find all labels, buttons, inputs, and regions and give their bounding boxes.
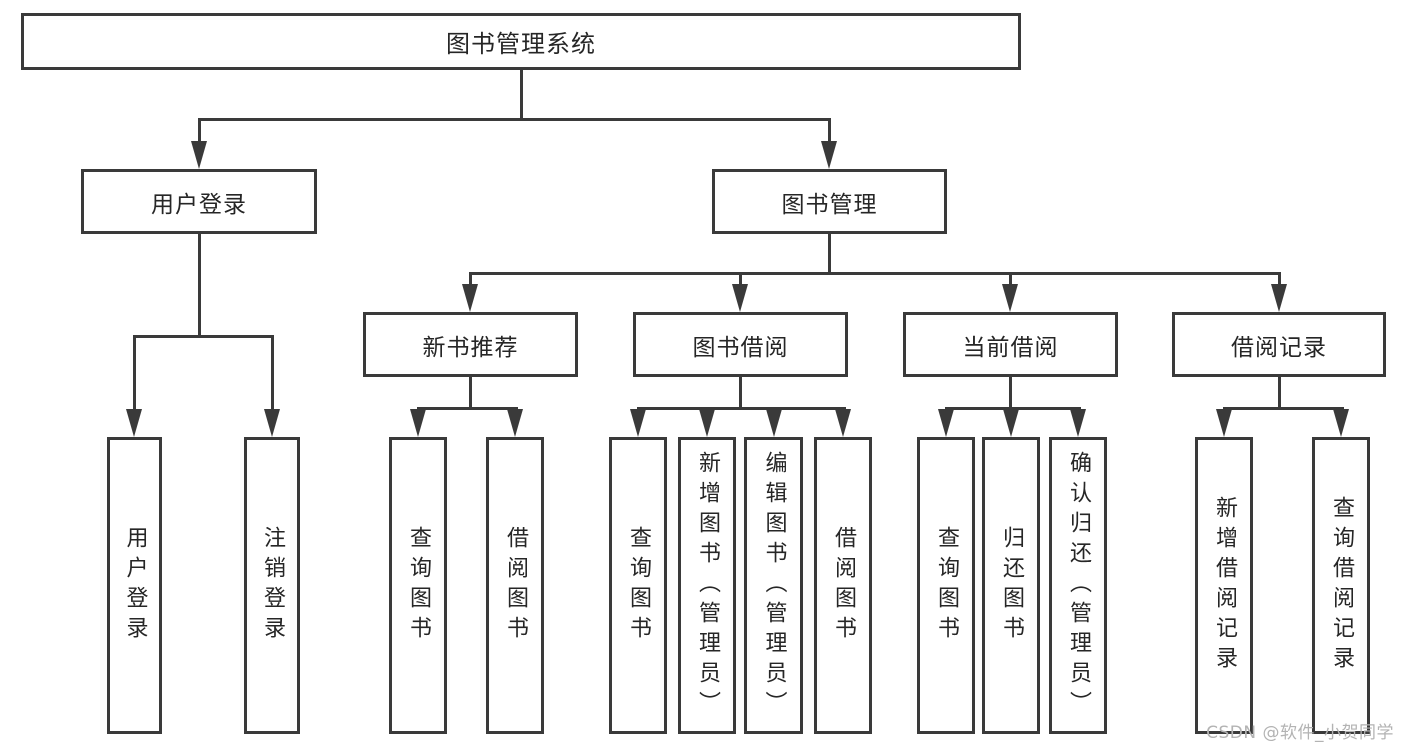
connector-bus-level2 [198,118,831,121]
arrowhead-icon [462,284,478,312]
connector-bus-user [133,335,274,338]
arrowhead-icon [938,409,954,437]
connector-user-drop [198,233,201,337]
leaf-label: 查询借阅记录 [1329,495,1354,676]
arrowhead-icon [1216,409,1232,437]
arrowhead-icon [835,409,851,437]
leaf-label: 新增图书（管理员） [695,450,720,721]
connector-bus-current [945,407,1081,410]
leaf-label: 借阅图书 [831,525,856,646]
node-new-books: 新书推荐 [363,312,578,377]
leaf-current-return: 归还图书 [982,437,1040,734]
connector-bus-borrowing [637,407,846,410]
node-current-borrow-label: 当前借阅 [962,334,1059,361]
arrowhead-icon [1002,284,1018,312]
leaf-newbooks-query: 查询图书 [389,437,447,734]
arrowhead-icon [732,284,748,312]
node-borrow-records: 借阅记录 [1172,312,1386,377]
connector-current-drop [1009,376,1012,410]
arrowhead-icon [1003,409,1019,437]
connector-stem-user-leaf2 [271,335,274,411]
leaf-label: 查询图书 [626,525,651,646]
leaf-borrowing-query: 查询图书 [609,437,667,734]
connector-records-drop [1278,376,1281,410]
connector-bus-records [1223,407,1344,410]
connector-stem-user-leaf1 [133,335,136,411]
leaf-newbooks-borrow: 借阅图书 [486,437,544,734]
csdn-watermark: CSDN @软件_小贺同学 [1206,723,1394,743]
node-borrowing-label: 图书借阅 [692,334,789,361]
node-borrowing: 图书借阅 [633,312,848,377]
node-user-login: 用户登录 [81,169,317,234]
arrowhead-icon [821,141,837,169]
arrowhead-icon [126,409,142,437]
leaf-label: 归还图书 [999,525,1024,646]
leaf-borrowing-borrow: 借阅图书 [814,437,872,734]
connector-bus-new-books [417,407,518,410]
node-root-label: 图书管理系统 [446,30,596,58]
leaf-label: 用户登录 [122,525,148,646]
arrowhead-icon [766,409,782,437]
arrowhead-icon [191,141,207,169]
connector-stem-current [1009,272,1012,286]
leaf-borrowing-add-admin: 新增图书（管理员） [678,437,736,734]
connector-stem-new-books [469,272,472,286]
arrowhead-icon [410,409,426,437]
node-book-management: 图书管理 [712,169,947,234]
node-new-books-label: 新书推荐 [422,334,519,361]
leaf-label: 查询图书 [406,525,431,646]
leaf-current-confirm-admin: 确认归还（管理员） [1049,437,1107,734]
leaf-borrowing-edit-admin: 编辑图书（管理员） [744,437,803,734]
leaf-records-query: 查询借阅记录 [1312,437,1370,734]
connector-mgmt-drop [828,233,831,274]
leaf-user-login: 用户登录 [107,437,162,734]
node-user-login-label: 用户登录 [151,191,247,218]
leaf-label: 确认归还（管理员） [1066,450,1091,721]
node-book-management-label: 图书管理 [781,191,878,218]
arrowhead-icon [1271,284,1287,312]
leaf-label: 查询图书 [934,525,959,646]
leaf-logout: 注销登录 [244,437,300,734]
connector-borrowing-drop [739,376,742,410]
leaf-current-query: 查询图书 [917,437,975,734]
arrowhead-icon [1070,409,1086,437]
node-borrow-records-label: 借阅记录 [1231,334,1327,361]
leaf-records-add: 新增借阅记录 [1195,437,1253,734]
connector-bus-level3 [469,272,1281,275]
leaf-label: 新增借阅记录 [1212,495,1237,676]
connector-root-drop [520,69,523,121]
arrowhead-icon [507,409,523,437]
node-root: 图书管理系统 [21,13,1021,70]
arrowhead-icon [699,409,715,437]
arrowhead-icon [630,409,646,437]
leaf-label: 借阅图书 [503,525,528,646]
leaf-label: 注销登录 [260,525,285,646]
leaf-label: 编辑图书（管理员） [761,450,787,721]
connector-new-books-drop [469,376,472,410]
node-current-borrow: 当前借阅 [903,312,1118,377]
connector-stem-records [1278,272,1281,286]
connector-stem-borrowing [739,272,742,286]
connector-stem-mgmt [828,118,831,144]
arrowhead-icon [1333,409,1349,437]
arrowhead-icon [264,409,280,437]
connector-stem-user [198,118,201,144]
